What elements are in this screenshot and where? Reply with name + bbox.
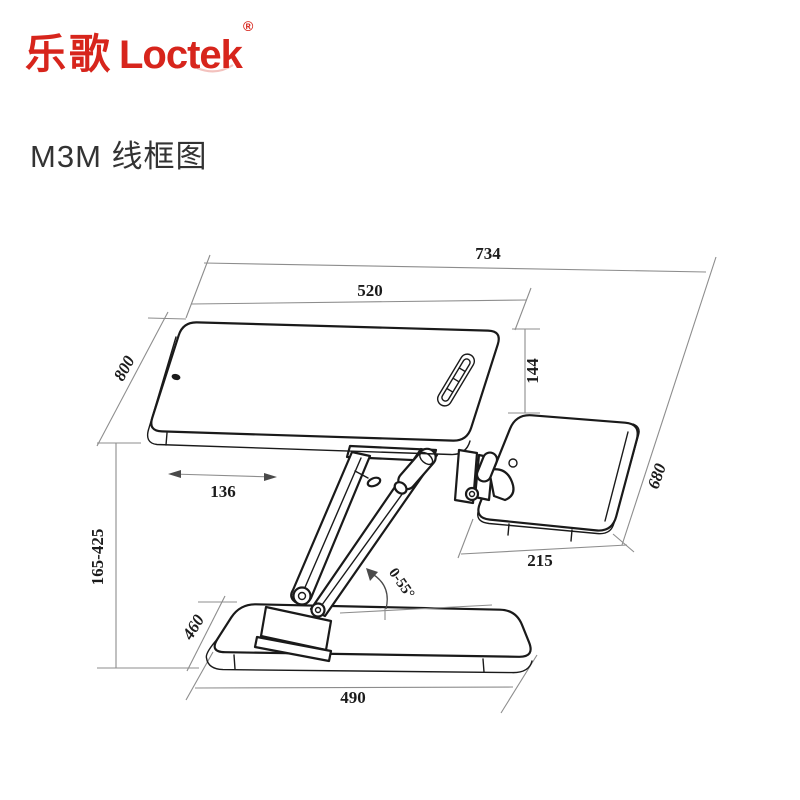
- bracket-pivot: [464, 486, 480, 502]
- dim-tilt-angle: 0-55°: [339, 565, 493, 620]
- dim-tray-depth: 215: [457, 518, 628, 570]
- tray-surface: [477, 414, 639, 532]
- dim-label-144: 144: [523, 358, 542, 384]
- release-paddle: [354, 470, 382, 488]
- dim-drop-height: 144: [508, 328, 542, 414]
- pivot-hole: [314, 606, 322, 614]
- tray-bracket: [453, 448, 518, 505]
- dim-label-165-425: 165-425: [88, 529, 107, 586]
- worktop-edge-band: [146, 336, 471, 456]
- keyboard-tray: [477, 414, 640, 542]
- arc-arrow-icon: [366, 568, 378, 581]
- lift-mechanism: [253, 444, 439, 663]
- dim-label-angle: 0-55°: [385, 565, 417, 602]
- dim-overall-width: 734: [185, 244, 707, 319]
- pivot-joint: [310, 602, 326, 618]
- dim-slide-offset: 136: [168, 470, 277, 501]
- bracket-pivot-hole: [468, 490, 476, 498]
- dim-label-734: 734: [475, 244, 501, 263]
- bracket-pin: [508, 458, 518, 468]
- dim-label-800: 800: [110, 352, 139, 384]
- base-plate: [205, 603, 533, 674]
- arm-edge-line: [302, 457, 362, 593]
- dim-worktop-width: 520: [190, 281, 532, 331]
- base-front-edge: [205, 637, 533, 674]
- logo-text-cn: 乐歌: [25, 31, 113, 77]
- tray-edge-inner-line: [604, 431, 629, 522]
- page-title: M3M 线框图: [30, 139, 208, 174]
- dim-label-215: 215: [527, 551, 553, 570]
- logo-swoosh: [196, 64, 234, 73]
- arrow-right-icon: [264, 473, 277, 481]
- base-edge-seam: [233, 654, 236, 670]
- base-edge-seam: [482, 658, 485, 673]
- arrow-left-icon: [168, 470, 181, 478]
- cable-hole: [171, 373, 181, 381]
- dim-label-520: 520: [357, 281, 383, 300]
- device-slot: [436, 353, 476, 407]
- worktop: [146, 321, 500, 456]
- bracket-arm: [487, 468, 515, 502]
- logo-text-en: Loctek: [119, 33, 243, 77]
- dim-label-490: 490: [340, 688, 366, 707]
- registered-trademark-icon: ®: [242, 18, 254, 34]
- tray-edge-seam: [507, 523, 510, 536]
- pivot-hole: [297, 591, 307, 601]
- tray-edge-band: [477, 423, 640, 535]
- worktop-edge-seam: [165, 432, 168, 446]
- pivot-joint: [292, 586, 312, 606]
- tray-edge-seam: [570, 529, 573, 542]
- worktop-surface: [150, 321, 500, 442]
- dim-overall-depth: 680: [612, 256, 717, 553]
- dim-label-136: 136: [210, 482, 236, 501]
- dim-height-range: 165-425: [88, 442, 199, 669]
- base-bracket-foot: [253, 635, 333, 663]
- dim-base-width: 490: [185, 651, 538, 714]
- gas-spring-cylinder: [393, 447, 437, 495]
- tilt-hinge: [475, 451, 499, 483]
